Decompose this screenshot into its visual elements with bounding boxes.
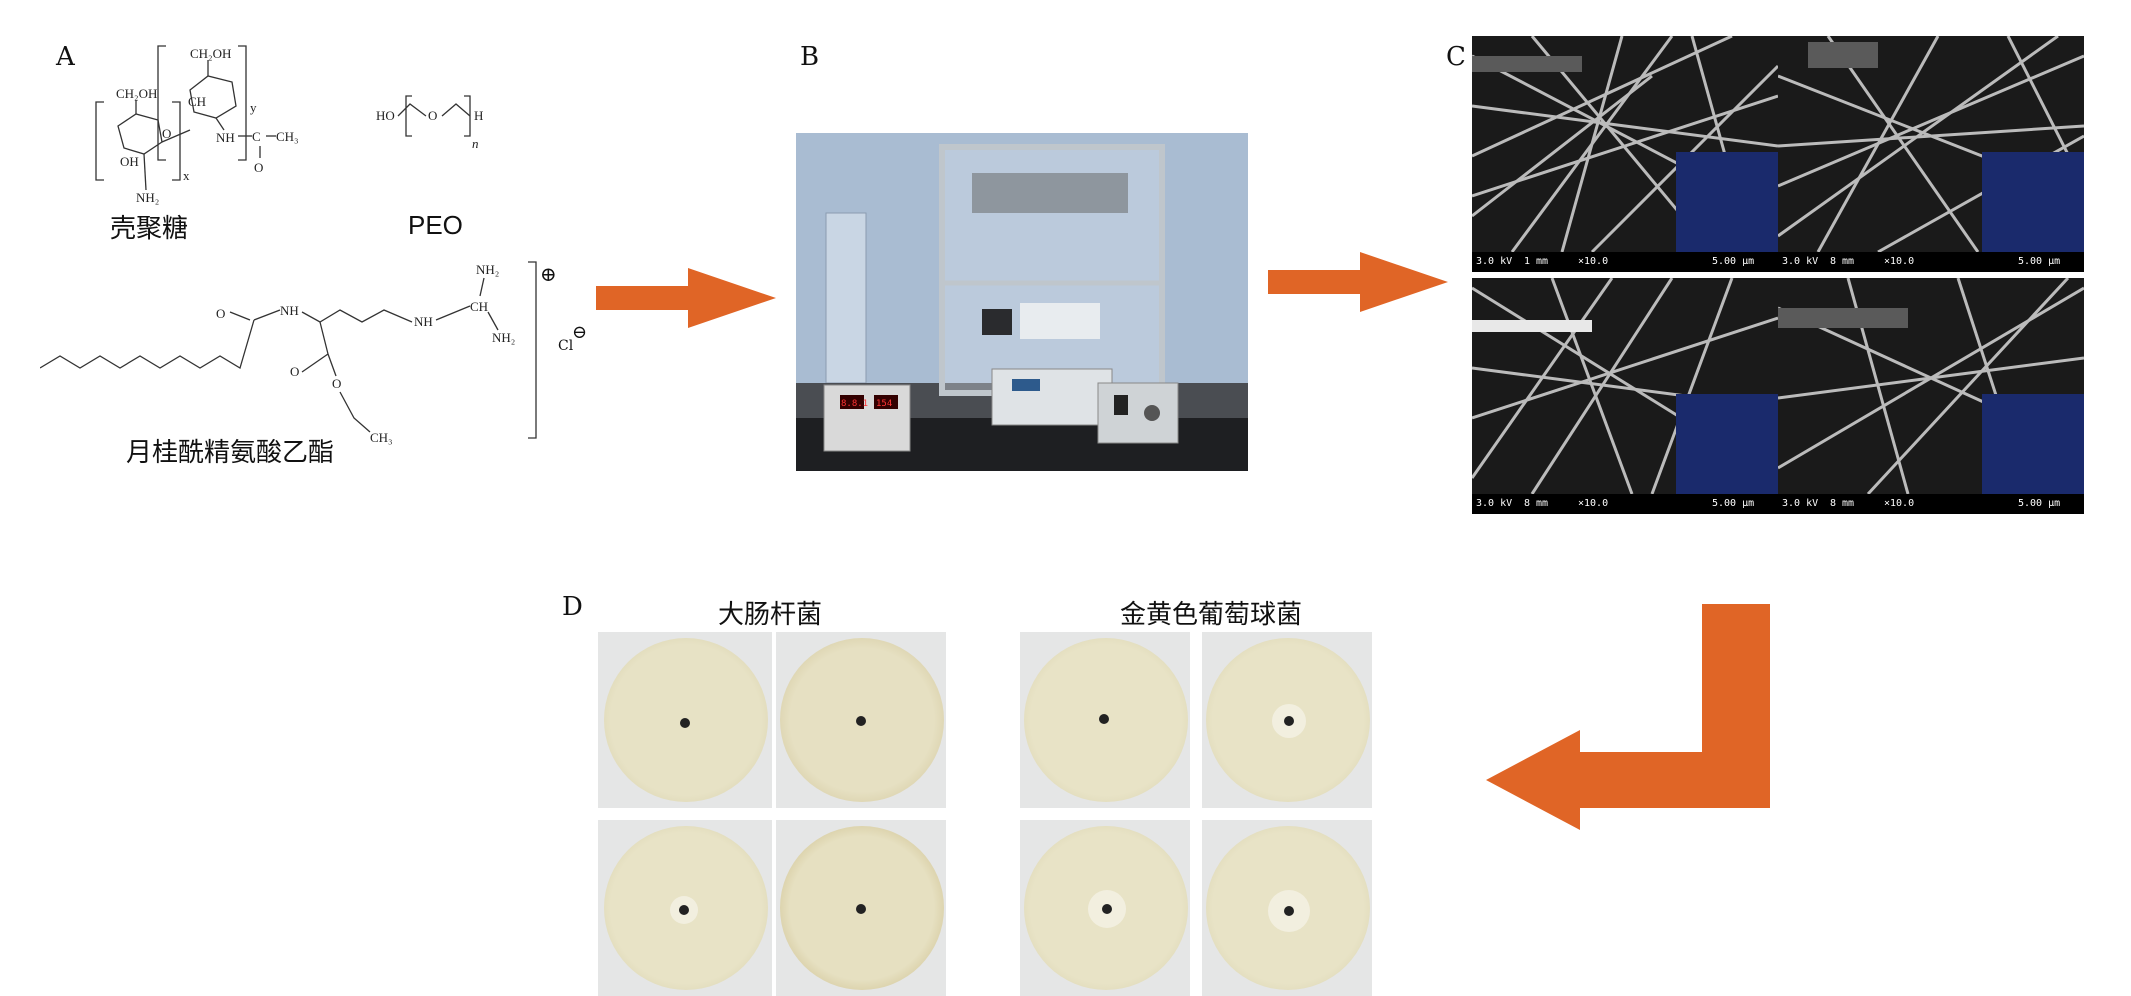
svg-text:NH: NH — [216, 130, 235, 145]
nanofiber-texture — [1472, 278, 1778, 495]
sem-inset-fluorescence — [1676, 152, 1778, 252]
petri-dish-ecoli-3 — [598, 820, 772, 996]
panel-b-label: B — [800, 42, 820, 72]
panel-c-label: C — [1446, 42, 1466, 72]
svg-text:n: n — [472, 136, 479, 151]
sample-disc — [680, 718, 690, 728]
svg-text:CH: CH — [470, 299, 488, 314]
electrospinning-apparatus-photo: 8.8.1 154 — [796, 133, 1248, 471]
petri-dish-ecoli-1 — [598, 632, 772, 808]
chitosan-structure: x CH₂OH OH NH₂ O y CH₂OH CH NH C O CH₃ — [95, 45, 299, 205]
sem-inset-fluorescence — [1982, 152, 2084, 252]
svg-text:O: O — [332, 376, 341, 391]
lae-structure: O NH O O CH₃ NH CH NH₂ NH₂ — [40, 261, 537, 445]
sem-image-4: 3.0 kV 8 mm ×10.0 5.00 μm — [1778, 278, 2084, 514]
arrow-a-to-b — [596, 268, 776, 328]
svg-text:O: O — [428, 108, 437, 123]
svg-text:8.8.1: 8.8.1 — [841, 399, 868, 409]
chloride-ion: Cl — [558, 338, 574, 354]
svg-text:H: H — [474, 108, 483, 123]
petri-dish-staph-2 — [1202, 632, 1372, 808]
svg-text:O: O — [216, 306, 225, 321]
ecoli-label: 大肠杆菌 — [718, 600, 823, 630]
arrow-b-to-c — [1268, 252, 1448, 312]
svg-text:154: 154 — [876, 399, 892, 409]
sample-disc — [679, 905, 689, 915]
svg-text:x: x — [183, 168, 190, 183]
sem-inset-fluorescence — [1676, 394, 1778, 494]
svg-text:OH: OH — [120, 154, 139, 169]
svg-text:HO: HO — [376, 108, 395, 123]
sample-disc — [1284, 716, 1294, 726]
chemical-structures: x CH₂OH OH NH₂ O y CH₂OH CH NH C O CH₃ H… — [40, 45, 537, 445]
petri-dish-staph-3 — [1020, 820, 1190, 996]
petri-dish-ecoli-2 — [776, 632, 946, 808]
svg-text:NH: NH — [414, 314, 433, 329]
sample-disc — [856, 904, 866, 914]
petri-dish-staph-4 — [1202, 820, 1372, 996]
sem-image-2: 3.0 kV 8 mm ×10.0 5.00 μm — [1778, 36, 2084, 272]
sem-inset-fluorescence — [1982, 394, 2084, 494]
sample-disc — [856, 716, 866, 726]
svg-text:NH: NH — [280, 303, 299, 318]
svg-text:CH₃: CH₃ — [276, 129, 299, 144]
sample-disc — [1102, 904, 1112, 914]
staph-label: 金黄色葡萄球菌 — [1120, 600, 1303, 630]
apparatus-drawing: 8.8.1 154 — [796, 133, 1248, 471]
svg-text:C: C — [252, 129, 261, 144]
sem-scalebar: 3.0 kV 8 mm ×10.0 5.00 μm — [1472, 494, 1778, 514]
sem-image-1: 3.0 kV 1 mm ×10.0 5.00 μm — [1472, 36, 1778, 272]
arrow-c-to-d — [1486, 604, 1770, 830]
peo-label: PEO — [408, 210, 463, 240]
plus-charge: ⊕ — [540, 262, 557, 286]
lae-label: 月桂酰精氨酸乙酯 — [126, 438, 335, 468]
svg-text:O: O — [290, 364, 299, 379]
sem-scalebar: 3.0 kV 8 mm ×10.0 5.00 μm — [1778, 252, 2084, 272]
sem-image-3: 3.0 kV 8 mm ×10.0 5.00 μm — [1472, 278, 1778, 514]
petri-dish-ecoli-4 — [776, 820, 946, 996]
sem-scalebar: 3.0 kV 1 mm ×10.0 5.00 μm — [1472, 252, 1778, 272]
peo-structure: HO O H n — [376, 95, 483, 151]
svg-text:CH₂OH: CH₂OH — [190, 46, 231, 61]
panel-d-label: D — [562, 592, 583, 622]
sample-disc — [1284, 906, 1294, 916]
svg-text:NH₂: NH₂ — [476, 262, 499, 277]
svg-text:CH₂OH: CH₂OH — [116, 86, 157, 101]
svg-text:CH: CH — [188, 94, 206, 109]
chitosan-label: 壳聚糖 — [110, 214, 189, 244]
svg-text:CH₃: CH₃ — [370, 430, 393, 445]
svg-text:y: y — [250, 100, 257, 115]
sample-disc — [1099, 714, 1109, 724]
minus-charge: ⊖ — [572, 322, 588, 343]
sem-scalebar: 3.0 kV 8 mm ×10.0 5.00 μm — [1778, 494, 2084, 514]
panel-a-label: A — [56, 42, 75, 72]
svg-text:O: O — [162, 126, 171, 141]
svg-text:NH₂: NH₂ — [136, 190, 159, 205]
svg-text:O: O — [254, 160, 263, 175]
petri-dish-staph-1 — [1020, 632, 1190, 808]
svg-text:NH₂: NH₂ — [492, 330, 515, 345]
